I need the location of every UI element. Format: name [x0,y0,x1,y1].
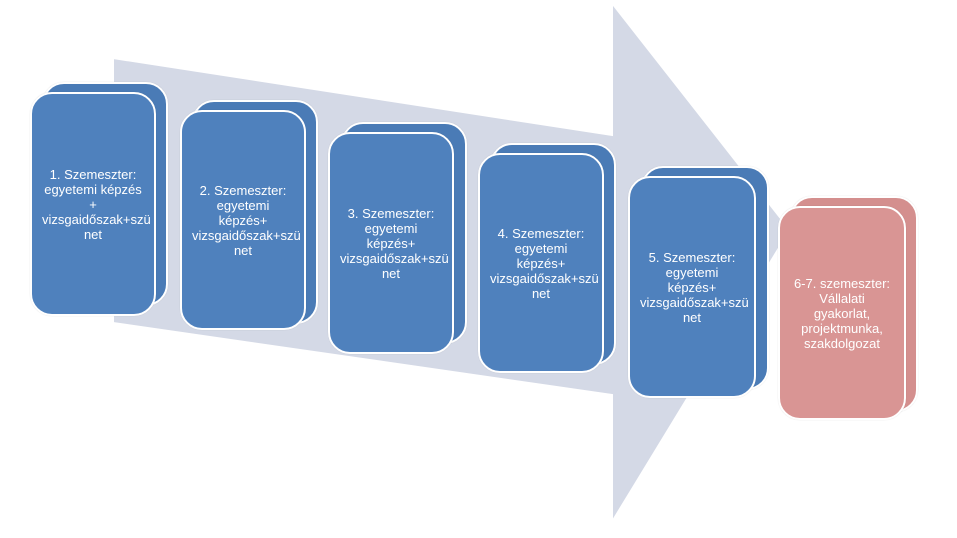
step-5-label: 5. Szemeszter: egyetemi képzés+ vizsgaid… [640,249,749,325]
step-4-label: 4. Szemeszter: egyetemi képzés+ vizsgaid… [490,225,599,301]
step-1-label: 1. Szemeszter: egyetemi képzés + vizsgai… [42,166,151,242]
step-5-card: 5. Szemeszter: egyetemi képzés+ vizsgaid… [628,176,756,398]
step-6-7-card: 6-7. szemeszter: Vállalati gyakorlat, pr… [778,206,906,420]
step-2-card: 2. Szemeszter: egyetemi képzés+ vizsgaid… [180,110,306,330]
step-4-card: 4. Szemeszter: egyetemi képzés+ vizsgaid… [478,153,604,373]
step-3-card: 3. Szemeszter: egyetemi képzés+ vizsgaid… [328,132,454,354]
step-3-label: 3. Szemeszter: egyetemi képzés+ vizsgaid… [340,205,449,281]
step-6-7-label: 6-7. szemeszter: Vállalati gyakorlat, pr… [793,275,891,351]
step-1-card: 1. Szemeszter: egyetemi képzés + vizsgai… [30,92,156,316]
step-2-label: 2. Szemeszter: egyetemi képzés+ vizsgaid… [192,182,301,258]
